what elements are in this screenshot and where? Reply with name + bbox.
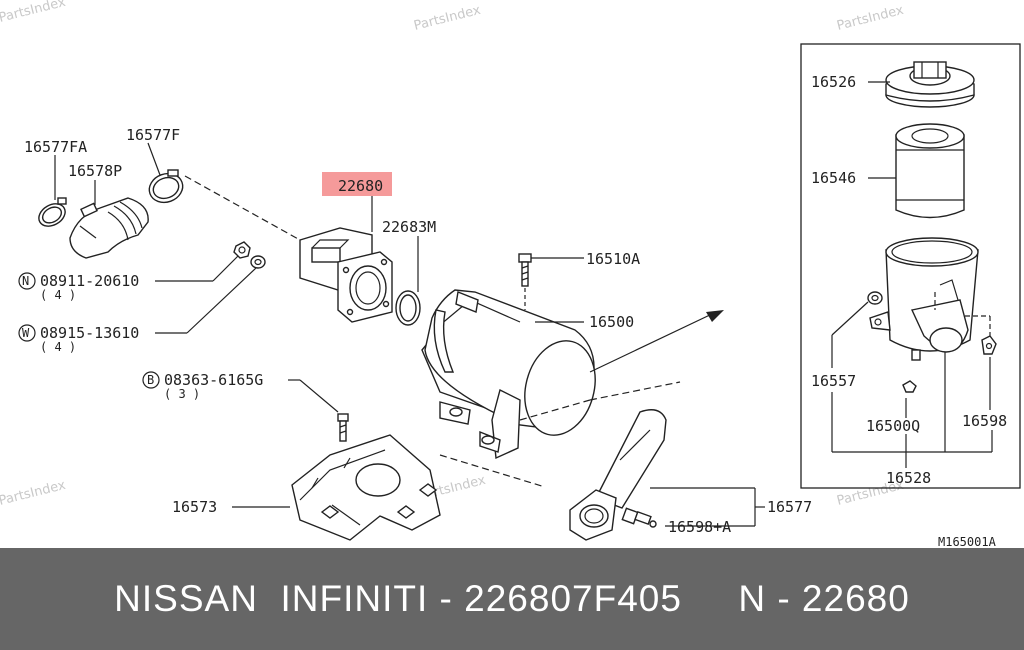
part-label-16598: 16598 (962, 412, 1007, 430)
nut-quantity: ( 4 ) (40, 288, 76, 302)
part-label-16557: 16557 (811, 372, 856, 390)
nut-16500Q-drawing (902, 349, 921, 393)
clamp-16577F-drawing (148, 169, 184, 204)
temperature-sensor-16598A-drawing (621, 507, 657, 528)
watermark: PartsIndex (412, 3, 482, 34)
bolt-bracket-drawing (337, 413, 349, 442)
part-label-22683M: 22683M (382, 218, 436, 236)
air-cleaner-16500-drawing (421, 289, 596, 460)
part-label-16528: 16528 (886, 469, 931, 487)
housing-16528-drawing (869, 237, 979, 353)
parts-diagram: PartsIndex PartsIndex PartsIndex PartsIn… (0, 0, 1021, 548)
part-label-22680: 22680 (338, 177, 383, 195)
cover-16526-drawing (885, 61, 975, 108)
part-label-16578P: 16578P (68, 162, 122, 180)
sensor-16598-drawing (981, 335, 997, 355)
watermark: PartsIndex (0, 478, 67, 509)
bolt-16510A-drawing (518, 253, 532, 287)
part-label-16526: 16526 (811, 73, 856, 91)
hose-16578P-drawing (69, 197, 149, 259)
nut-code-circle (18, 272, 36, 290)
watermark: PartsIndex (835, 3, 905, 34)
part-label-bolt: 08363-6165G (164, 371, 263, 389)
filter-element-16546-drawing (895, 123, 965, 219)
washer-drawing (250, 255, 266, 269)
nut-code: N (22, 274, 29, 288)
footer-banner: NISSAN INFINITI - 226807F405 N - 22680 (0, 548, 1024, 650)
clamp-16577FA-drawing (38, 197, 67, 227)
part-label-16500Q: 16500Q (866, 417, 920, 435)
seal-16557-drawing (867, 291, 883, 305)
watermark: PartsIndex (0, 0, 67, 26)
part-label-16598A: 16598+A (668, 518, 731, 536)
duct-16577-drawing (569, 409, 667, 541)
part-label-16577F: 16577F (126, 126, 180, 144)
part-label-16510A: 16510A (586, 250, 640, 268)
nut-drawing (233, 241, 251, 259)
part-label-washer: 08915-13610 (40, 324, 139, 342)
washer-code-circle (18, 324, 36, 342)
part-label-16500: 16500 (589, 313, 634, 331)
mass-airflow-sensor-22680-drawing (299, 227, 393, 323)
gasket-22683M-drawing (395, 290, 421, 326)
part-label-16577FA: 16577FA (24, 138, 87, 156)
part-label-16577: 16577 (767, 498, 812, 516)
footer-part-number: NISSAN INFINITI - 226807F405 N - 22680 (114, 578, 910, 619)
highlight-marker (322, 172, 392, 196)
part-label-16573: 16573 (172, 498, 217, 516)
exploded-view-frame (800, 43, 1021, 489)
part-label-16546: 16546 (811, 169, 856, 187)
part-label-nut: 08911-20610 (40, 272, 139, 290)
figure-id: M165001A (938, 535, 997, 548)
bracket-16573-drawing (291, 434, 441, 541)
bolt-code-circle (142, 371, 160, 389)
bolt-code: B (147, 373, 154, 387)
washer-quantity: ( 4 ) (40, 340, 76, 354)
washer-code: W (22, 326, 30, 340)
bolt-quantity: ( 3 ) (164, 387, 200, 401)
